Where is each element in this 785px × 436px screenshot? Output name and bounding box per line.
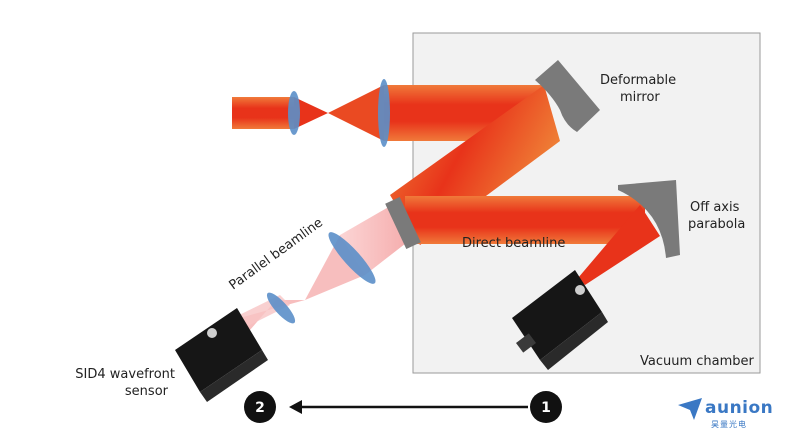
lens-4 [266, 292, 296, 324]
sid4-sensor-camera [175, 308, 268, 402]
step-1-circle [530, 391, 562, 423]
step-2-number: 2 [255, 400, 265, 416]
deformable-mirror-label-line2: mirror [620, 90, 660, 105]
input-beam-start [232, 97, 294, 129]
off-axis-label-line2: parabola [688, 217, 746, 232]
off-axis-label-line1: Off axis [690, 200, 740, 215]
sensor-label-line1: SID4 wavefront [75, 367, 175, 382]
direct-beam [405, 196, 645, 244]
direct-beamline-label: Direct beamline [462, 236, 566, 251]
parallel-beamline-label: Parallel beamline [227, 215, 326, 293]
chamber-camera [512, 270, 608, 370]
step-arrow-head [289, 400, 302, 414]
sensor-label-line2: sensor [124, 384, 168, 399]
step-2-circle [244, 391, 276, 423]
step-1-number: 1 [541, 400, 551, 416]
beam-splitter [385, 196, 421, 250]
input-beam-focus [294, 97, 328, 129]
lens-2 [378, 79, 390, 147]
off-axis-parabola [618, 180, 680, 258]
brand-logo-icon [678, 398, 702, 420]
brand-logo-name: aunion [705, 398, 774, 418]
focused-beam [578, 205, 660, 285]
input-beam-expand [328, 85, 384, 141]
brand-logo-sub: 昊量光电 [711, 420, 747, 429]
lens-3 [328, 232, 376, 284]
deformable-mirror-label-line1: Deformable [600, 73, 677, 88]
lens-1 [288, 91, 300, 135]
deformable-mirror [535, 60, 600, 132]
vacuum-chamber-label: Vacuum chamber [640, 354, 754, 369]
